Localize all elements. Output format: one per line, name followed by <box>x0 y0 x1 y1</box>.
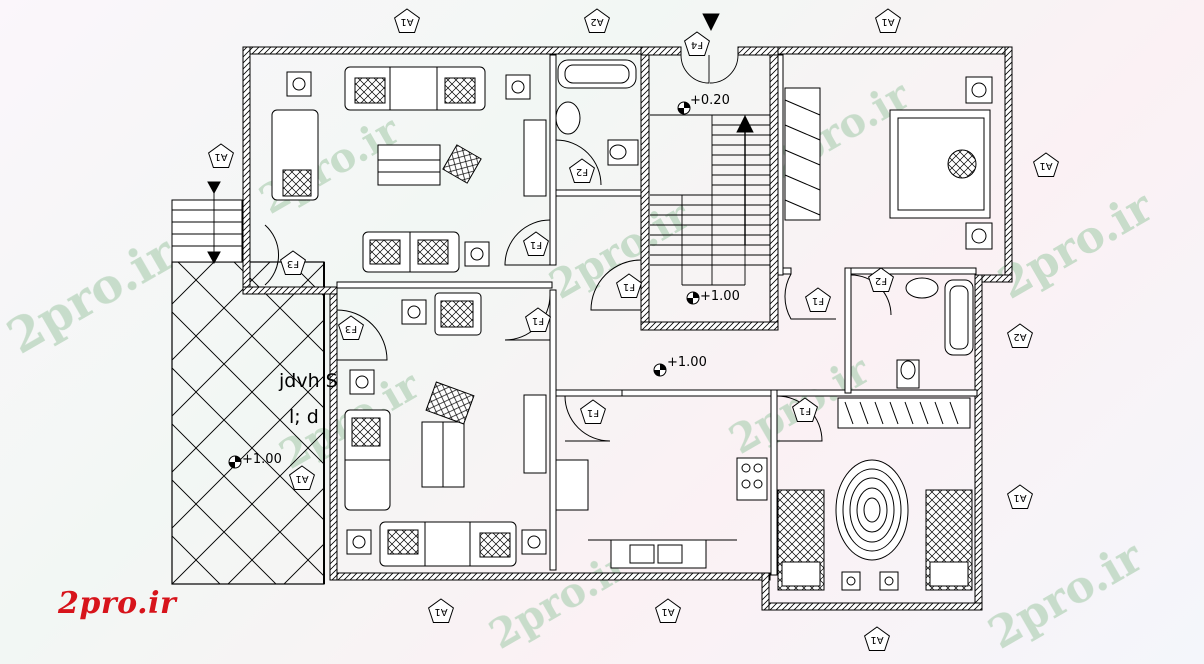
exterior-walls <box>242 46 1013 611</box>
svg-text:F3: F3 <box>287 258 299 269</box>
svg-text:+0.20: +0.20 <box>690 93 730 108</box>
tag-f1: F1 <box>580 399 606 424</box>
svg-text:l; d: l; d <box>289 406 319 428</box>
svg-text:F1: F1 <box>587 407 599 418</box>
yard <box>171 181 325 585</box>
wardrobe <box>784 87 821 221</box>
tag-f1: F1 <box>805 287 831 312</box>
svg-text:A1: A1 <box>214 151 227 162</box>
bathroom-fixtures <box>555 59 974 389</box>
tag-a1: A1 <box>394 8 420 33</box>
tag-f1: F1 <box>616 273 642 298</box>
door-yard-bottom[interactable] <box>336 309 388 361</box>
door-stair[interactable] <box>590 259 642 311</box>
svg-text:A1: A1 <box>400 16 413 27</box>
svg-text:A1: A1 <box>1013 492 1026 503</box>
watermark-text: 2pro.ir <box>0 225 186 366</box>
svg-text:+1.00: +1.00 <box>700 289 740 304</box>
svg-text:A2: A2 <box>1013 331 1026 342</box>
tag-a1: A1 <box>208 143 234 168</box>
svg-text:A1: A1 <box>295 473 308 484</box>
tag-a1: A1 <box>1007 484 1033 509</box>
washbasin <box>905 277 939 299</box>
level-marker: +1.00 <box>228 452 282 469</box>
cushion <box>444 77 476 104</box>
coffee-table <box>377 144 441 186</box>
tag-f1: F1 <box>525 307 551 332</box>
door-kitchen[interactable] <box>564 395 611 442</box>
level-marker: +1.00 <box>653 355 707 377</box>
stair-direction-arrow-icon <box>736 114 754 133</box>
door-wc[interactable] <box>555 139 602 186</box>
entry-door[interactable] <box>680 54 710 84</box>
svg-text:+1.00: +1.00 <box>667 355 707 370</box>
entry-arrow-icon <box>207 251 221 265</box>
door-bedroom[interactable] <box>784 273 836 320</box>
tag-a1: A1 <box>864 626 890 651</box>
watermark-text: 2pro.ir <box>990 181 1162 310</box>
cabinet <box>523 394 547 474</box>
counter <box>555 459 589 511</box>
level-marker: +1.00 <box>686 289 740 305</box>
tag-f2: F2 <box>569 158 595 183</box>
door-yard-top[interactable] <box>264 224 279 286</box>
svg-text:+1.00: +1.00 <box>242 452 282 467</box>
entry-arrow-icon <box>207 181 221 195</box>
cushion <box>354 77 386 104</box>
section-tags: A1 A2 A1 F4 A1 A1 A2 A1 A1 A1 A1 A1 F1 F… <box>208 8 1059 651</box>
living-room-top-furniture <box>271 66 547 273</box>
tag-a1: A1 <box>428 598 454 623</box>
oval-rug <box>835 459 909 561</box>
svg-text:jdvh S: jdvh S <box>278 370 338 392</box>
living-room-bottom-furniture <box>344 292 547 567</box>
tag-f4: F4 <box>684 31 710 56</box>
svg-text:F1: F1 <box>799 405 811 416</box>
level-markers: +0.20 +1.00 +1.00 +1.00 <box>228 93 740 469</box>
svg-text:F1: F1 <box>812 295 824 306</box>
tag-a1: A1 <box>1033 152 1059 177</box>
svg-text:F1: F1 <box>623 281 635 292</box>
svg-text:F2: F2 <box>875 275 887 286</box>
stove <box>736 457 768 501</box>
svg-text:A1: A1 <box>1039 160 1052 171</box>
washbasin <box>555 101 581 135</box>
svg-text:F2: F2 <box>576 166 588 177</box>
svg-text:A1: A1 <box>881 16 894 27</box>
entrance-marker-icon <box>702 13 720 32</box>
svg-text:A1: A1 <box>661 606 674 617</box>
tag-a1: A1 <box>289 465 315 490</box>
room-label: jdvh S l; d <box>278 370 338 428</box>
side-table <box>505 74 531 100</box>
kitchen-furniture <box>555 457 768 569</box>
staircase <box>650 13 770 286</box>
tag-a1: A1 <box>655 598 681 623</box>
svg-text:F4: F4 <box>691 39 703 50</box>
tag-f3: F3 <box>338 315 364 340</box>
cabinet <box>523 119 547 197</box>
brand-logo: 2pro.ir <box>58 586 177 621</box>
svg-text:A1: A1 <box>434 606 447 617</box>
bedroom-top-furniture <box>784 76 993 250</box>
svg-text:A1: A1 <box>870 634 883 645</box>
svg-text:F1: F1 <box>530 239 542 250</box>
tag-f1: F1 <box>523 231 549 256</box>
tag-f1: F1 <box>792 397 818 422</box>
svg-text:F3: F3 <box>345 323 357 334</box>
tag-f2: F2 <box>868 267 894 292</box>
tag-a2: A2 <box>1007 323 1033 348</box>
svg-text:A2: A2 <box>590 16 603 27</box>
tag-f3: F3 <box>280 250 306 275</box>
side-table <box>346 529 372 555</box>
watermark-text: 2pro.ir <box>980 531 1152 660</box>
bedroom-bottom-furniture <box>777 397 973 591</box>
svg-text:F1: F1 <box>532 315 544 326</box>
door-living-top[interactable] <box>504 219 551 266</box>
tag-a1: A1 <box>875 8 901 33</box>
tag-a2: A2 <box>584 8 610 33</box>
level-marker: +0.20 <box>677 93 730 115</box>
